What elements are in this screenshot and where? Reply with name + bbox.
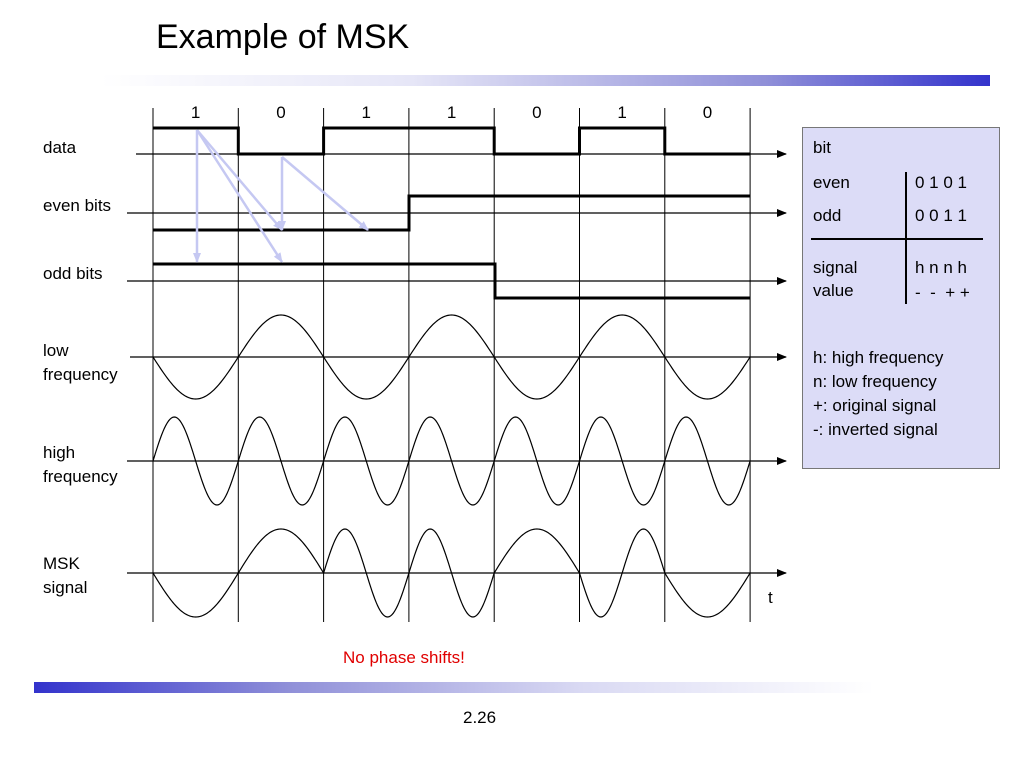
odd-bits-wave bbox=[153, 262, 751, 300]
row-label-low-line1: low bbox=[43, 341, 69, 360]
bit-table-even-values: 0 1 0 1 bbox=[915, 173, 967, 192]
data-bit-label: 0 bbox=[532, 103, 541, 122]
data-bit-labels: 1 0 1 1 0 1 0 bbox=[191, 103, 712, 122]
legend-item: h: high frequency bbox=[813, 348, 944, 367]
legend-item: -: inverted signal bbox=[813, 420, 938, 439]
bit-table-odd-label: odd bbox=[813, 206, 842, 225]
row-label-msk-line2: signal bbox=[43, 578, 88, 597]
row-label-odd-bits: odd bits bbox=[43, 264, 103, 283]
row-label-high-line1: high bbox=[43, 443, 76, 462]
footer-bar bbox=[34, 682, 874, 693]
data-bit-label: 0 bbox=[703, 103, 712, 122]
bit-table-header: bit bbox=[813, 138, 831, 157]
row-label-low-line2: frequency bbox=[43, 365, 118, 384]
bit-mapping-arrow bbox=[195, 129, 284, 263]
data-square-wave bbox=[153, 126, 751, 156]
bit-mapping-table: bit even 0 1 0 1 odd 0 0 1 1 signal valu… bbox=[802, 127, 1000, 469]
title-underline-bar bbox=[100, 75, 990, 86]
data-bit-label: 1 bbox=[362, 103, 371, 122]
data-bit-label: 1 bbox=[617, 103, 626, 122]
bit-table-even-label: even bbox=[813, 173, 850, 192]
low-frequency-wave bbox=[152, 314, 751, 400]
legend: h: high frequency n: low frequency +: orig… bbox=[813, 346, 943, 442]
row-label-low-frequency: low frequency bbox=[43, 339, 153, 387]
high-frequency-wave bbox=[152, 416, 751, 506]
row-label-high-line2: frequency bbox=[43, 467, 118, 486]
row-label-even-bits: even bits bbox=[43, 196, 112, 215]
msk-signal-wave bbox=[152, 528, 751, 618]
row-label-data: data bbox=[43, 138, 77, 157]
legend-item: n: low frequency bbox=[813, 372, 937, 391]
data-bit-label: 1 bbox=[447, 103, 456, 122]
page-number: 2.26 bbox=[463, 708, 497, 727]
bit-mapping-arrow bbox=[281, 156, 369, 231]
time-axis-label: t bbox=[768, 588, 773, 607]
data-bit-label: 1 bbox=[191, 103, 200, 122]
bit-mapping-arrow bbox=[196, 129, 283, 231]
bit-table-signal-label: signal bbox=[813, 258, 858, 277]
bit-mapping-arrows bbox=[193, 129, 369, 263]
bit-table-signal-values: h n n h bbox=[915, 258, 967, 277]
bit-table-grid-lines bbox=[811, 172, 983, 304]
waveforms bbox=[152, 126, 751, 618]
slide-title: Example of MSK bbox=[156, 18, 410, 56]
bit-table-odd-values: 0 0 1 1 bbox=[915, 206, 967, 225]
row-label-msk-line1: MSK bbox=[43, 554, 80, 573]
row-label-msk-signal: MSK signal bbox=[43, 552, 153, 600]
legend-item: +: original signal bbox=[813, 396, 937, 415]
bit-table-value-label: value bbox=[813, 281, 854, 300]
no-phase-shifts-note: No phase shifts! bbox=[343, 648, 465, 667]
row-label-high-frequency: high frequency bbox=[43, 441, 153, 489]
bit-table-sign-values: - - + + bbox=[915, 283, 970, 302]
time-axes bbox=[127, 150, 787, 577]
data-bit-label: 0 bbox=[276, 103, 285, 122]
